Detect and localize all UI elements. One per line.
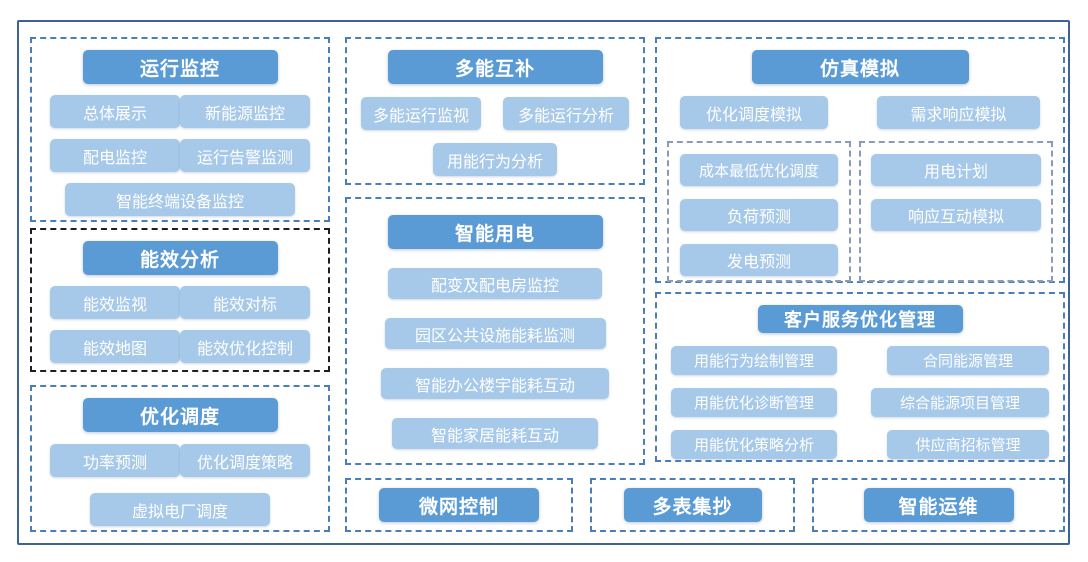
- module-item: 负荷预测: [680, 199, 838, 231]
- group-customer-service: 客户服务优化管理 用能行为绘制管理 合同能源管理 用能优化诊断管理 综合能源项目…: [655, 292, 1065, 462]
- module-item: 虚拟电厂调度: [90, 493, 270, 526]
- group-energy-analysis: 能效分析 能效监视 能效对标 能效地图 能效优化控制: [30, 228, 330, 372]
- subgroup-power-plan: 用电计划 响应互动模拟: [859, 141, 1053, 282]
- group-smart-ops: 智能运维: [812, 478, 1065, 532]
- module-item: 新能源监控: [180, 95, 310, 128]
- module-item: 能效对标: [180, 286, 310, 319]
- module-item: 优化调度模拟: [680, 96, 828, 129]
- module-item: 运行告警监测: [180, 139, 310, 172]
- row: 多能运行监视 多能运行分析: [347, 97, 643, 130]
- row: 能效监视 能效对标: [32, 286, 328, 319]
- module-item: 多能运行分析: [503, 97, 629, 130]
- row: 能效地图 能效优化控制: [32, 330, 328, 363]
- module-item: 用电计划: [871, 154, 1041, 186]
- module-item: 响应互动模拟: [871, 199, 1041, 231]
- module-item: 需求响应模拟: [877, 96, 1040, 129]
- group-title-dispatch: 优化调度: [82, 398, 278, 432]
- module-item: 配变及配电房监控: [388, 268, 602, 299]
- module-item: 能效地图: [50, 330, 180, 363]
- group-microgrid-control: 微网控制: [345, 478, 573, 532]
- group-title-energy: 能效分析: [82, 241, 278, 275]
- row: 功率预测 优化调度策略: [32, 444, 328, 477]
- module-item: 能效优化控制: [180, 330, 310, 363]
- group-title-meter-reading: 多表集抄: [623, 488, 762, 522]
- module-item: 供应商招标管理: [887, 430, 1049, 459]
- group-multi-energy: 多能互补 多能运行监视 多能运行分析 用能行为分析: [345, 37, 645, 185]
- group-meter-reading: 多表集抄: [590, 478, 795, 532]
- row: 用能优化诊断管理 综合能源项目管理: [657, 388, 1063, 417]
- module-item: 智能终端设备监控: [65, 183, 295, 216]
- module-item: 综合能源项目管理: [871, 388, 1049, 417]
- module-item: 合同能源管理: [887, 346, 1049, 375]
- group-title-smart-power: 智能用电: [387, 215, 603, 249]
- row: 优化调度模拟 需求响应模拟: [657, 96, 1063, 129]
- module-item: 发电预测: [680, 244, 838, 276]
- group-title-simulation: 仿真模拟: [751, 50, 969, 84]
- module-item: 智能家居能耗互动: [392, 418, 598, 449]
- row: 配电监控 运行告警监测: [32, 139, 328, 172]
- module-item: 功率预测: [50, 444, 180, 477]
- group-optimal-dispatch: 优化调度 功率预测 优化调度策略 虚拟电厂调度: [30, 385, 330, 532]
- module-item: 能效监视: [50, 286, 180, 319]
- group-title-microgrid: 微网控制: [379, 488, 539, 522]
- group-simulation: 仿真模拟 优化调度模拟 需求响应模拟 成本最低优化调度 负荷预测 发电预测 用电…: [655, 37, 1065, 283]
- module-item: 总体展示: [50, 95, 180, 128]
- module-item: 优化调度策略: [180, 444, 310, 477]
- subgroup-cost-optimization: 成本最低优化调度 负荷预测 发电预测: [667, 141, 851, 282]
- group-title-operation: 运行监控: [82, 50, 278, 84]
- group-title-multi: 多能互补: [387, 50, 603, 84]
- row: 用能行为绘制管理 合同能源管理: [657, 346, 1063, 375]
- module-item: 多能运行监视: [361, 97, 481, 130]
- module-item: 配电监控: [50, 139, 180, 172]
- module-item: 用能优化策略分析: [671, 430, 837, 459]
- module-item: 成本最低优化调度: [680, 154, 838, 186]
- module-item: 用能行为分析: [433, 143, 557, 176]
- group-operation-monitoring: 运行监控 总体展示 新能源监控 配电监控 运行告警监测 智能终端设备监控: [30, 37, 330, 222]
- row: 成本最低优化调度 负荷预测 发电预测 用电计划 响应互动模拟: [657, 141, 1063, 282]
- group-title-customer: 客户服务优化管理: [757, 305, 963, 333]
- row: 总体展示 新能源监控: [32, 95, 328, 128]
- module-item: 智能办公楼宇能耗互动: [381, 368, 609, 399]
- group-title-smart-ops: 智能运维: [863, 488, 1014, 522]
- module-item: 用能优化诊断管理: [671, 388, 837, 417]
- module-item: 园区公共设施能耗监测: [384, 318, 606, 349]
- group-smart-power: 智能用电 配变及配电房监控 园区公共设施能耗监测 智能办公楼宇能耗互动 智能家居…: [345, 197, 645, 465]
- module-item: 用能行为绘制管理: [671, 346, 837, 375]
- row: 用能优化策略分析 供应商招标管理: [657, 430, 1063, 459]
